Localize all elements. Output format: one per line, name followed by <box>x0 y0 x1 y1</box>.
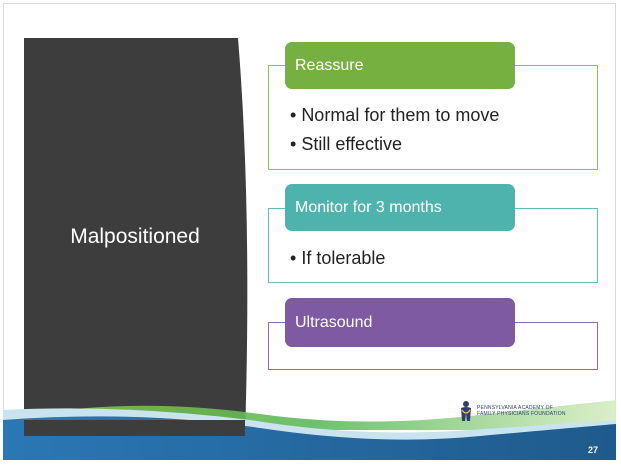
list-item: Still effective <box>290 130 499 159</box>
ultrasound-header: Ultrasound <box>285 298 515 347</box>
reassure-bullets: Normal for them to move Still effective <box>290 101 499 159</box>
page-number: 27 <box>588 445 599 455</box>
physician-figure-icon <box>461 401 471 421</box>
monitor-header: Monitor for 3 months <box>285 184 515 231</box>
foundation-logo: PENNSYLVANIA ACADEMY OF FAMILY PHYSICIAN… <box>458 400 566 422</box>
reassure-title: Reassure <box>295 56 364 74</box>
logo-line-1: PENNSYLVANIA ACADEMY OF <box>477 405 554 411</box>
logo-line-2: FAMILY PHYSICIANS FOUNDATION <box>477 411 566 417</box>
ultrasound-title: Ultrasound <box>295 313 373 331</box>
list-item: Normal for them to move <box>290 101 499 130</box>
reassure-header: Reassure <box>285 42 515 89</box>
list-item: If tolerable <box>290 244 385 273</box>
slide-title: Malpositioned <box>70 225 200 248</box>
monitor-title: Monitor for 3 months <box>295 198 442 216</box>
monitor-bullets: If tolerable <box>290 244 385 273</box>
